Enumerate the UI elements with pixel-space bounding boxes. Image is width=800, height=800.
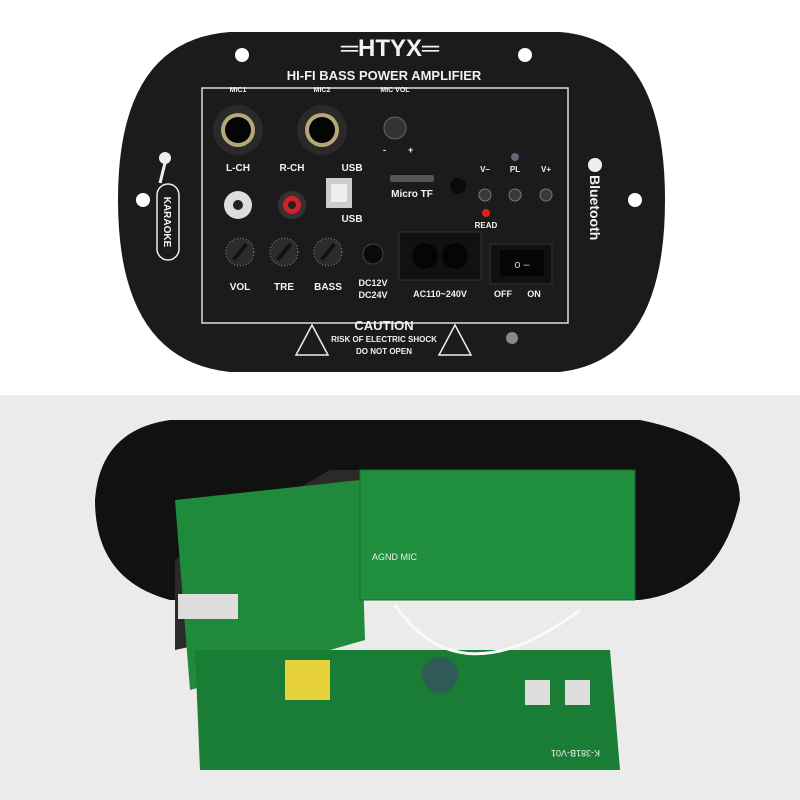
- tre-label: TRE: [274, 282, 294, 293]
- svg-text:o –: o –: [514, 259, 530, 271]
- mic2-label: MIC2: [314, 87, 331, 94]
- do-not-open-label: DO NOT OPEN: [356, 347, 412, 356]
- warning-icon: [437, 323, 473, 356]
- rca-right-jack[interactable]: [278, 191, 306, 219]
- mic-plus: +: [408, 145, 413, 155]
- read-led: [482, 209, 490, 217]
- dc12-label: DC12V: [358, 278, 387, 288]
- main-pcb: [175, 480, 365, 690]
- connector: [525, 680, 550, 705]
- ac-label: AC110~240V: [413, 289, 467, 299]
- mic-vol-label: MIC VOL: [380, 87, 410, 94]
- on-label: ON: [527, 289, 541, 299]
- mic1-label: MIC1: [230, 87, 247, 94]
- ac-power-socket[interactable]: [398, 231, 482, 281]
- lch-label: L-CH: [226, 163, 250, 174]
- vol-label: VOL: [230, 282, 251, 293]
- shock-warning-icon: [294, 323, 330, 356]
- mic2-jack[interactable]: [297, 105, 347, 155]
- bass-label: BASS: [314, 282, 342, 293]
- micro-tf-label: Micro TF: [391, 189, 433, 200]
- svg-text:Bluetooth: Bluetooth: [587, 175, 603, 240]
- mount-hole: [518, 48, 532, 62]
- rch-label: R-CH: [280, 163, 305, 174]
- dc24-label: DC24V: [358, 290, 387, 300]
- risk-label: RISK OF ELECTRIC SHOCK: [331, 335, 437, 344]
- pl-label: PL: [510, 165, 520, 174]
- vol-knob[interactable]: [225, 237, 255, 267]
- capacitor: [422, 657, 458, 693]
- read-label: READ: [475, 221, 498, 230]
- antenna-module: [178, 594, 238, 619]
- pcb-model-label: K-381B-V01: [551, 748, 600, 758]
- transformer: [285, 660, 330, 700]
- micro-tf-slot[interactable]: [390, 175, 434, 182]
- aux-jack[interactable]: [450, 178, 466, 194]
- mount-hole: [628, 193, 642, 207]
- power-switch[interactable]: o –: [489, 243, 553, 285]
- bluetooth-logo: Bluetooth: [587, 158, 603, 240]
- usb-label-top: USB: [341, 163, 362, 174]
- panel-border: [201, 87, 569, 324]
- mic-vol-knob[interactable]: [383, 116, 407, 140]
- amplifier-front-panel: ═HTYX═ HI-FI BASS POWER AMPLIFIER MIC1 M…: [118, 32, 665, 372]
- connector: [565, 680, 590, 705]
- volume-up-button[interactable]: [539, 188, 553, 202]
- volume-down-button[interactable]: [478, 188, 492, 202]
- tre-knob[interactable]: [269, 237, 299, 267]
- rca-left-jack[interactable]: [224, 191, 252, 219]
- brand-logo: ═HTYX═: [340, 35, 440, 62]
- mount-hole: [235, 48, 249, 62]
- usb-label: USB: [341, 214, 362, 225]
- amplifier-rear-photo: AGND MIC K-381B-V01: [0, 395, 800, 800]
- mic-wire: [393, 604, 581, 656]
- svg-text:KARAOKE: KARAOKE: [161, 197, 172, 248]
- bass-knob[interactable]: [313, 237, 343, 267]
- mount-hole: [506, 332, 518, 344]
- panel-subtitle: HI-FI BASS POWER AMPLIFIER: [287, 68, 482, 83]
- caution-label: CAUTION: [354, 318, 413, 333]
- pcb-silk-label: AGND MIC: [372, 552, 418, 562]
- v-minus-label: V–: [480, 165, 490, 174]
- play-pause-button[interactable]: [508, 188, 522, 202]
- bluetooth-pcb: [359, 469, 636, 601]
- mic1-jack[interactable]: [213, 105, 263, 155]
- karaoke-badge: KARAOKE: [156, 183, 180, 261]
- bluetooth-led: [511, 153, 519, 161]
- microphone-icon: [158, 152, 171, 184]
- dc-power-jack[interactable]: [362, 243, 384, 265]
- mic-minus: -: [383, 145, 386, 155]
- off-label: OFF: [494, 289, 512, 299]
- mount-hole: [136, 193, 150, 207]
- v-plus-label: V+: [541, 165, 551, 174]
